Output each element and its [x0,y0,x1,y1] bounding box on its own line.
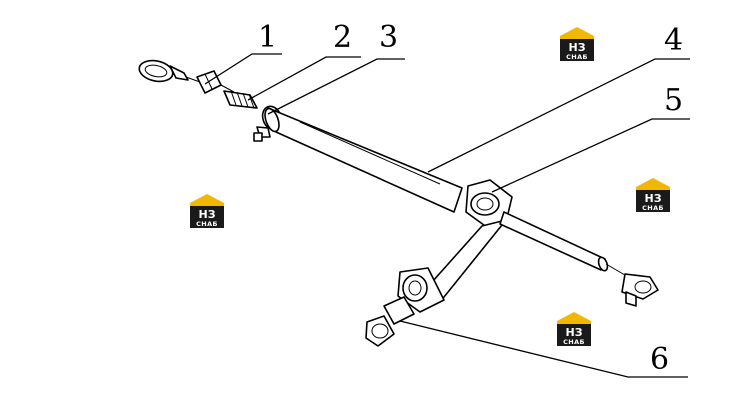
logo-top-text: НЗ [198,208,215,221]
part-threaded-sleeve [223,90,258,109]
leader-line-5 [491,118,690,193]
callout-number-6: 6 [650,342,669,377]
leader-line-1 [204,53,282,85]
leader-line-3 [267,58,405,115]
watermark-logo-4: НЗ СНАБ [557,312,591,346]
watermark-logo-2: НЗ СНАБ [636,178,670,212]
part-lock-nut [196,70,235,94]
logo-roof-icon [190,194,224,208]
callout-number-3: 3 [379,20,398,55]
logo-bottom-text: СНАБ [196,220,218,228]
part-extension-rod [499,211,659,307]
leader-line-2 [247,56,361,101]
leader-lines [204,53,690,378]
part-eye-rod-end [138,59,201,83]
logo-top-text: НЗ [565,326,582,339]
logo-bottom-text: СНАБ [642,204,664,212]
leader-line-4 [427,58,690,173]
watermark-logo-1: НЗ СНАБ [560,27,594,61]
logo-roof-icon [557,312,591,326]
callout-number-2: 2 [333,20,352,55]
logo-top-text: НЗ [644,192,661,205]
watermark-logo-3: НЗ СНАБ [190,194,224,228]
callout-number-4: 4 [664,23,683,58]
callout-number-5: 5 [664,83,683,118]
leader-line-6 [399,320,688,378]
callout-number-1: 1 [258,20,277,55]
logo-bottom-text: СНАБ [566,53,588,61]
logo-roof-icon [560,27,594,41]
part-main-shaft [264,107,463,213]
part-lever-arm [397,179,513,313]
logo-top-text: НЗ [568,41,585,54]
logo-bottom-text: СНАБ [563,338,585,346]
part-bolt [365,296,415,347]
logo-roof-icon [636,178,670,192]
